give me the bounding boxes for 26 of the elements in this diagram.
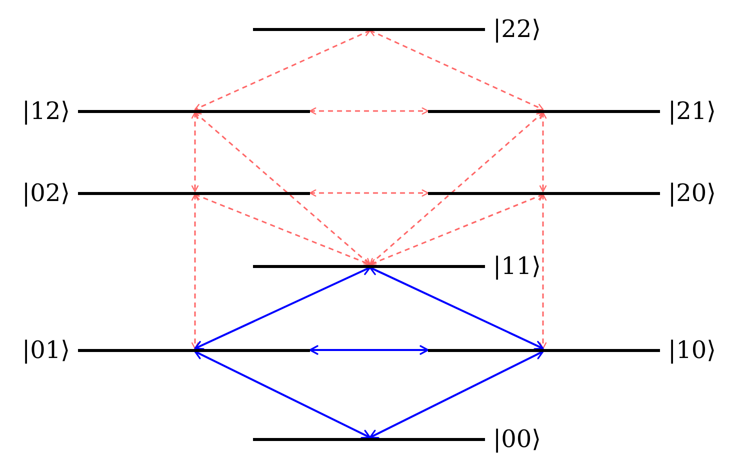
state-label: |00⟩ — [493, 426, 541, 452]
transition-arrow — [369, 350, 544, 439]
transition-arrow — [539, 194, 547, 350]
transition-arrow — [369, 266, 544, 350]
transition-arrow — [369, 30, 544, 110]
transition-arrow — [194, 350, 371, 439]
transition-arrow — [369, 112, 544, 266]
transition-arrow — [194, 112, 371, 266]
transition-arrow — [194, 29, 371, 111]
state-label: |10⟩ — [668, 336, 716, 364]
transition-arrow — [309, 345, 429, 355]
state-label: |20⟩ — [668, 180, 716, 206]
transition-arrow — [191, 112, 199, 192]
transition-arrow — [369, 193, 544, 266]
transition-arrow — [539, 112, 547, 192]
transition-arrow — [194, 193, 371, 266]
state-label: |02⟩ — [22, 180, 70, 206]
transition-arrow — [309, 107, 429, 115]
transition-arrow — [309, 189, 429, 197]
transition-arrow — [191, 194, 199, 350]
state-label: |12⟩ — [22, 98, 70, 124]
state-label: |22⟩ — [493, 16, 541, 42]
state-label: |11⟩ — [493, 252, 541, 280]
transition-arrow — [194, 266, 371, 350]
state-label: |01⟩ — [22, 336, 70, 364]
state-label: |21⟩ — [668, 98, 716, 124]
